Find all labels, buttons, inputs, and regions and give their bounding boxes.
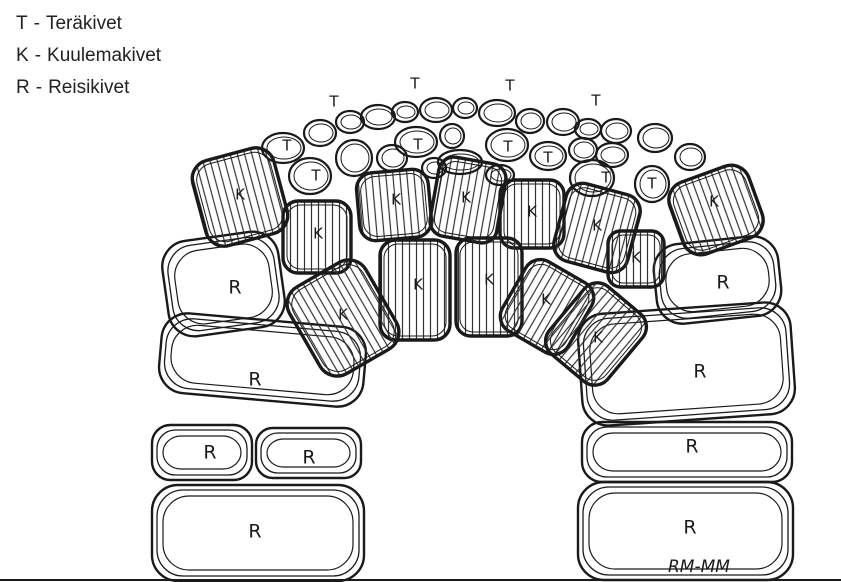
stone-label-r: R: [716, 272, 729, 294]
stone-label-k: K: [709, 193, 720, 211]
stone-label-k: K: [413, 276, 424, 294]
terakivi-stone: [336, 140, 372, 176]
signature: RM-MM: [668, 557, 730, 577]
stone-label-r: R: [302, 447, 315, 469]
stone-label-k: K: [631, 249, 642, 267]
stone-label-t: T: [412, 136, 423, 154]
stone-label-k: K: [338, 306, 349, 324]
stone-label-k: K: [592, 217, 603, 235]
stone-label-r: R: [248, 521, 261, 543]
stone-label-t: T: [502, 138, 513, 156]
stone-label-r: R: [203, 442, 216, 464]
stone-label-t: T: [328, 93, 339, 111]
terakivi-stone: [377, 145, 407, 171]
terakivi-stone: [440, 124, 464, 148]
terakivi-stone: [453, 98, 477, 118]
stone-label-k: K: [527, 203, 538, 221]
terakivi-stone: [479, 100, 515, 126]
terakivi-stone: [675, 144, 705, 170]
stone-label-t: T: [600, 169, 611, 187]
stone-label-k: K: [391, 191, 402, 209]
stone-label-k: K: [541, 291, 552, 309]
stone-label-t: T: [590, 92, 601, 110]
stone-label-r: R: [683, 517, 696, 539]
stone-label-r: R: [685, 436, 698, 458]
stone-label-k: K: [235, 186, 246, 204]
terakivi-stone: [289, 158, 331, 194]
terakivi-stone: [392, 102, 418, 122]
stone-label-t: T: [281, 137, 292, 155]
stone-label-k: K: [461, 189, 472, 207]
stone-label-t: T: [409, 75, 420, 93]
terakivi-stone: [601, 119, 631, 143]
stone-label-k: K: [593, 329, 604, 347]
stone-label-r: R: [693, 361, 706, 383]
terakivi-stone: [304, 120, 336, 146]
terakivi-stone: [361, 105, 395, 129]
stone-label-r: R: [228, 277, 241, 299]
stone-label-t: T: [310, 167, 321, 185]
reisikivi-stone: [152, 425, 252, 480]
stone-label-t: T: [646, 175, 657, 193]
stone-label-t: T: [542, 149, 553, 167]
stone-label-k: K: [313, 225, 324, 243]
terakivi-stone: [575, 119, 601, 139]
stone-label-k: K: [484, 271, 495, 289]
terakivi-stone: [596, 143, 628, 167]
terakivi-stone: [336, 111, 364, 133]
stone-label-r: R: [248, 369, 261, 391]
terakivi-stone: [516, 109, 544, 133]
terakivi-stone: [638, 124, 672, 152]
stone-label-t: T: [504, 77, 515, 95]
terakivi-stone: [420, 98, 452, 122]
terakivi-stone: [569, 138, 597, 162]
